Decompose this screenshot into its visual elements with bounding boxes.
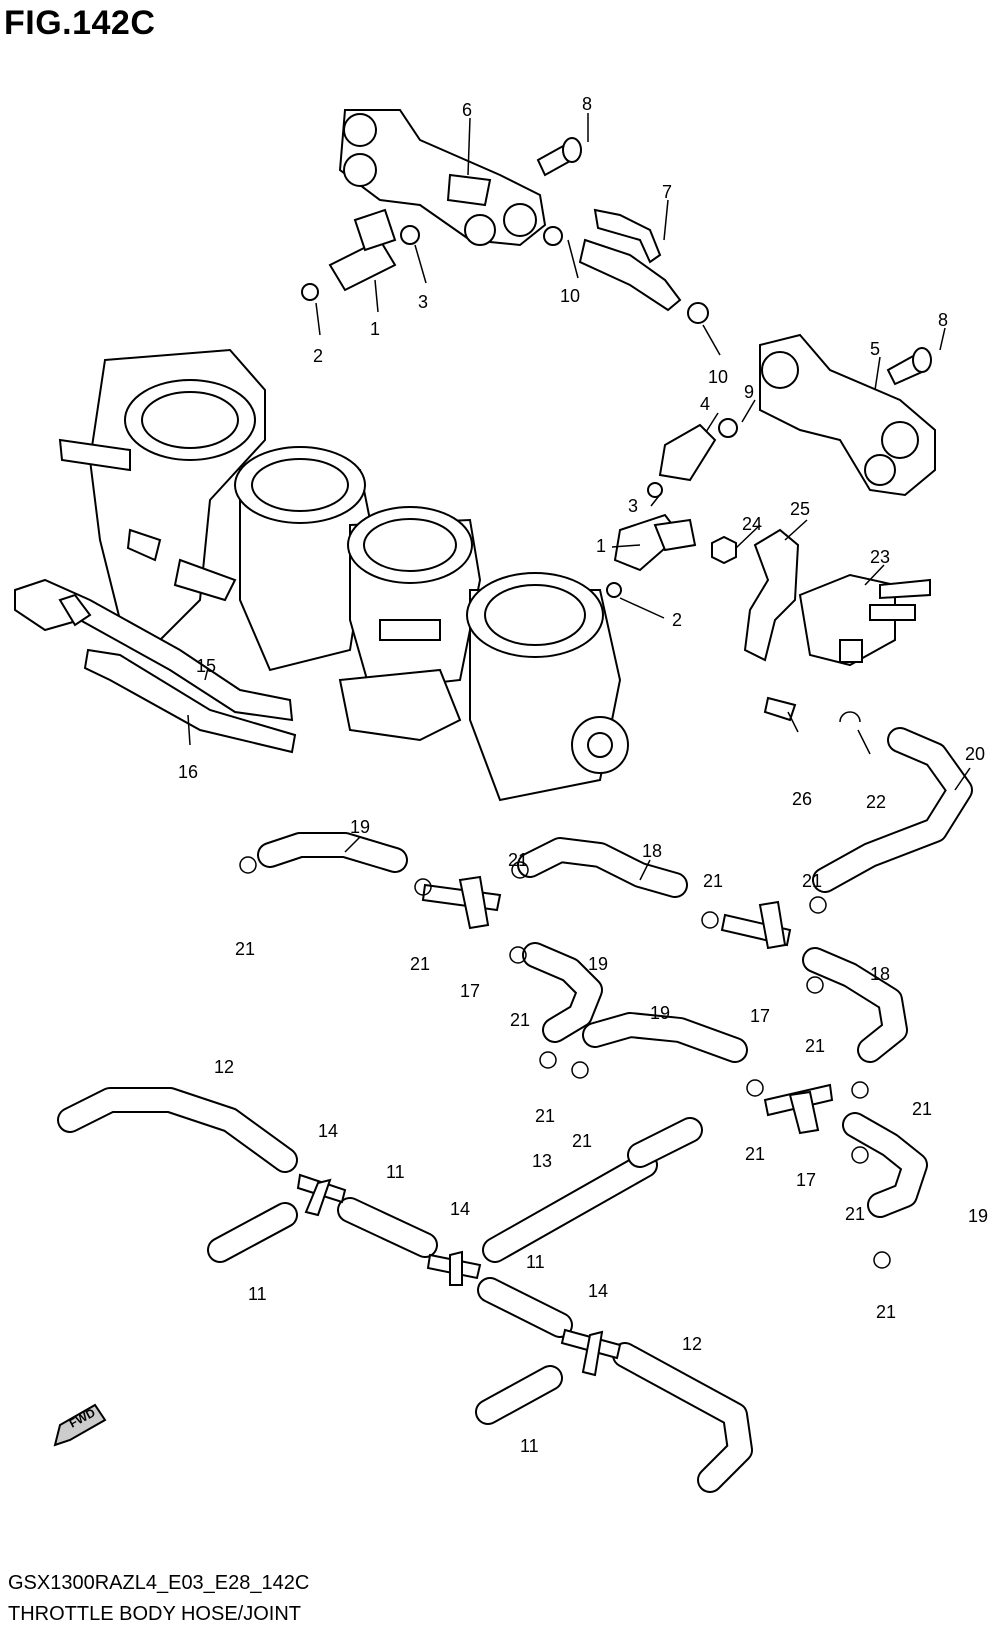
callout-2-top: 2 — [313, 346, 323, 366]
hose-15-16 — [14, 578, 297, 754]
delivery-pipe-5 — [759, 333, 936, 497]
callout-3-top: 3 — [418, 292, 428, 312]
clamp-22 — [839, 711, 861, 723]
callout-1-right: 1 — [596, 536, 606, 556]
callout-22: 22 — [866, 792, 886, 812]
callout-18-b: 18 — [870, 964, 890, 984]
callout-3-right: 3 — [628, 496, 638, 516]
callout-5: 5 — [870, 339, 880, 359]
callout-4: 4 — [700, 394, 710, 414]
callout-2-right: 2 — [672, 610, 682, 630]
callout-13: 13 — [532, 1151, 552, 1171]
figure-title: FIG.142C — [4, 4, 156, 42]
joint-4 — [647, 418, 738, 498]
callout-6: 6 — [462, 100, 472, 120]
callout-17-c: 17 — [796, 1170, 816, 1190]
callout-21-d: 21 — [235, 939, 255, 959]
callout-8-right: 8 — [938, 310, 948, 330]
callout-11-c: 11 — [526, 1252, 545, 1272]
callout-1-top: 1 — [370, 319, 380, 339]
diagram-caption: THROTTLE BODY HOSE/JOINT — [8, 1603, 301, 1625]
throttle-body-assembly — [58, 348, 629, 802]
callout-12-bottom: 12 — [682, 1334, 702, 1354]
callout-7: 7 — [662, 182, 672, 202]
pipe-joint-7 — [543, 208, 709, 324]
delivery-pipe-6 — [338, 109, 547, 247]
injector-1-right — [606, 513, 697, 598]
bolt-8 — [536, 137, 932, 386]
callout-10-right: 10 — [708, 367, 728, 387]
lower-hose-assembly — [57, 1087, 753, 1493]
callout-20: 20 — [965, 744, 985, 764]
model-code: GSX1300RAZL4_E03_E28_142C — [8, 1572, 310, 1594]
bracket-25 — [743, 528, 800, 662]
callout-16: 16 — [178, 762, 198, 782]
callout-11-b: 11 — [248, 1284, 267, 1304]
callout-18-a: 18 — [642, 841, 662, 861]
callout-11-a: 11 — [386, 1162, 405, 1182]
callout-19-c: 19 — [650, 1003, 670, 1023]
callout-21-m: 21 — [876, 1302, 896, 1322]
callout-15: 15 — [196, 656, 216, 676]
nut-24 — [711, 535, 737, 565]
callout-21-g: 21 — [805, 1036, 825, 1056]
callout-21-l: 21 — [845, 1204, 865, 1224]
callout-26: 26 — [792, 789, 812, 809]
callout-21-i: 21 — [572, 1131, 592, 1151]
bolt-26 — [763, 696, 797, 722]
callout-8-top: 8 — [582, 94, 592, 114]
callout-19-a: 19 — [350, 817, 370, 837]
callout-21-f: 21 — [510, 1010, 530, 1030]
hoses-upper — [257, 832, 928, 1218]
callout-14-c: 14 — [588, 1281, 608, 1301]
callout-19-b: 19 — [588, 954, 608, 974]
callout-labels: 6 8 7 1 3 10 2 10 8 5 9 4 3 1 2 24 25 23… — [178, 94, 988, 1456]
leader-lines — [187, 113, 971, 881]
callout-17-a: 17 — [460, 981, 480, 1001]
injector-1-top — [301, 208, 420, 301]
callout-21-a: 21 — [508, 850, 528, 870]
callout-9: 9 — [744, 382, 754, 402]
fwd-arrow-icon: FWD — [53, 1403, 107, 1447]
callout-23: 23 — [870, 547, 890, 567]
three-way-joint-17 — [421, 875, 834, 1135]
callout-17-b: 17 — [750, 1006, 770, 1026]
callout-21-h: 21 — [535, 1106, 555, 1126]
callout-21-e: 21 — [410, 954, 430, 974]
callout-14-a: 14 — [318, 1121, 338, 1141]
callout-12-top: 12 — [214, 1057, 234, 1077]
callout-11-d: 11 — [520, 1436, 539, 1456]
callout-10-top: 10 — [560, 286, 580, 306]
solenoid-valve-23 — [798, 573, 931, 667]
callout-14-b: 14 — [450, 1199, 470, 1219]
callout-21-c: 21 — [802, 871, 822, 891]
callout-21-b: 21 — [703, 871, 723, 891]
clamps-21 — [239, 856, 891, 1269]
callout-21-j: 21 — [745, 1144, 765, 1164]
callout-19-d: 19 — [968, 1206, 988, 1226]
callout-21-k: 21 — [912, 1099, 932, 1119]
callout-24: 24 — [742, 514, 762, 534]
callout-25: 25 — [790, 499, 810, 519]
